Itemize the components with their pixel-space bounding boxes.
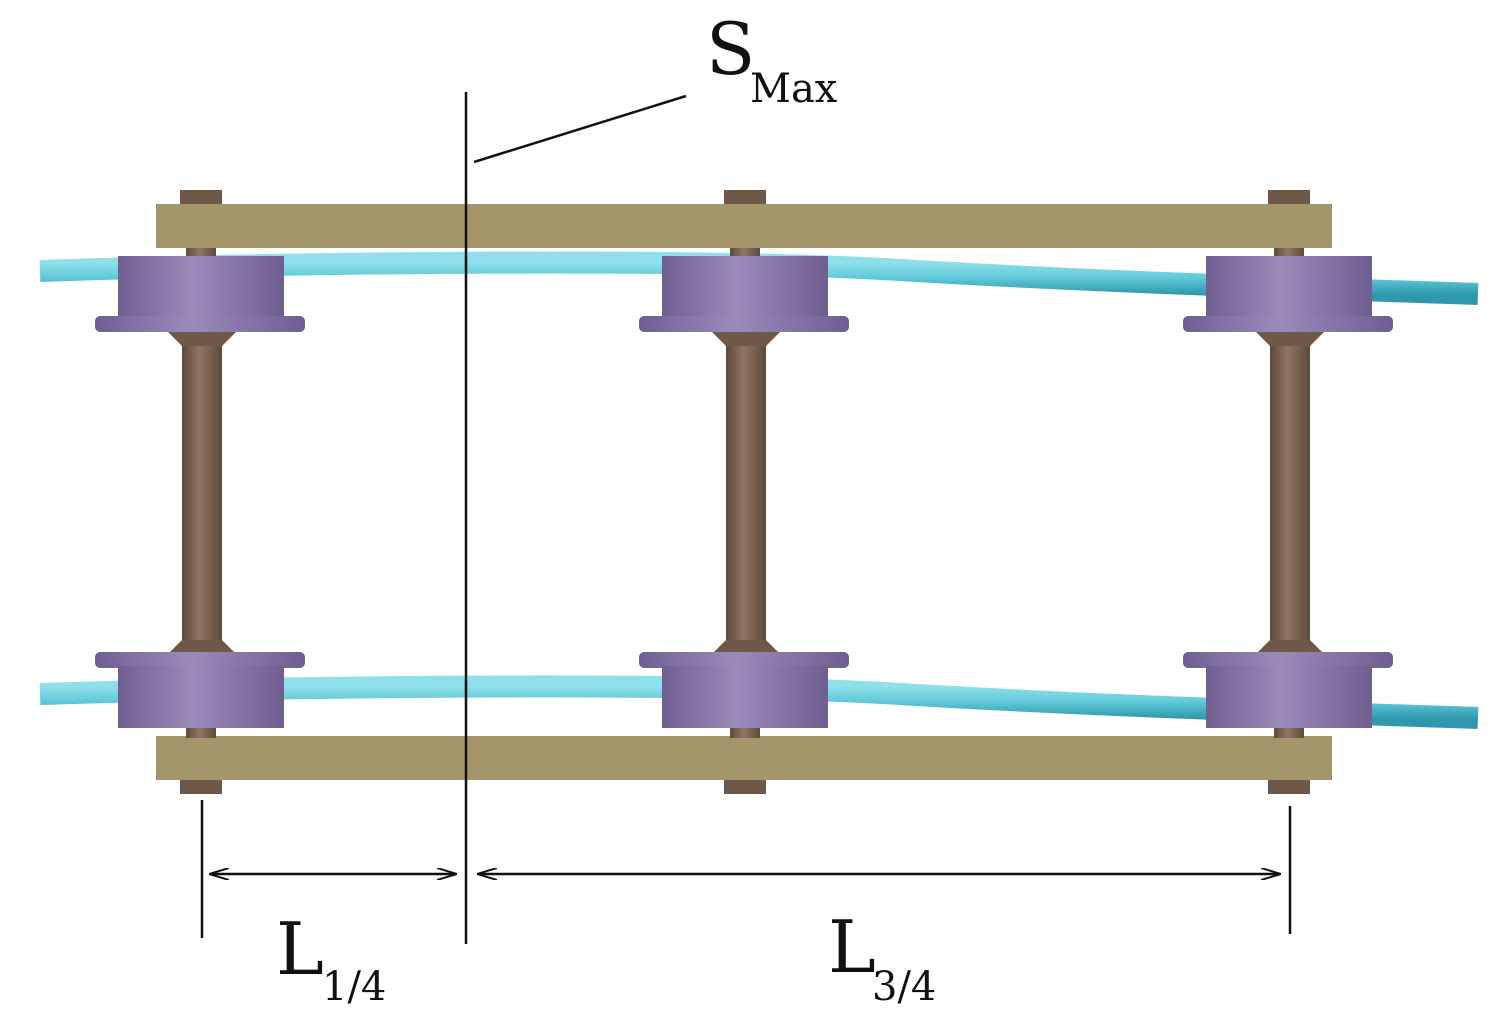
l-quarter-label-sub: 1/4 — [322, 964, 386, 1010]
upper-side-frame — [156, 204, 1332, 248]
axle-hub-top — [712, 332, 780, 346]
l-three-quarter-label-main: L — [828, 905, 876, 989]
lower-wheel-flange — [1183, 652, 1393, 668]
wheelset-2 — [639, 248, 849, 738]
upper-wheel-tread — [118, 256, 284, 318]
wheelset-1 — [95, 248, 305, 738]
s-max-label: S Max — [706, 7, 838, 112]
upper-wheel-flange — [1183, 316, 1393, 332]
axle-hub-bottom — [712, 640, 780, 654]
l-quarter-label: L 1/4 — [276, 907, 386, 1010]
axle-shaft — [726, 335, 766, 651]
lower-wheel-tread — [118, 666, 284, 728]
upper-wheel-flange — [95, 316, 305, 332]
lower-wheel-flange — [639, 652, 849, 668]
upper-wheel-flange — [639, 316, 849, 332]
s-max-label-main: S — [706, 7, 755, 91]
axle-hub-bottom — [1256, 640, 1324, 654]
lower-side-frame — [156, 736, 1332, 780]
lower-wheel-tread — [1206, 666, 1372, 728]
s-max-leader-line — [473, 94, 687, 164]
axle-shaft — [182, 335, 222, 651]
l-three-quarter-label-sub: 3/4 — [872, 964, 936, 1010]
axle-hub-top — [1256, 332, 1324, 346]
axle-hub-top — [168, 332, 236, 346]
upper-wheel-tread — [1206, 256, 1372, 318]
axle-hub-bottom — [168, 640, 236, 654]
lower-wheel-tread — [662, 666, 828, 728]
side-frames — [156, 204, 1332, 780]
wheelset-3 — [1183, 248, 1393, 738]
upper-wheel-tread — [662, 256, 828, 318]
s-max-label-sub: Max — [750, 66, 838, 112]
l-three-quarter-label: L 3/4 — [828, 905, 936, 1010]
l-quarter-label-main: L — [276, 907, 324, 991]
axle-shaft — [1270, 335, 1310, 651]
lower-wheel-flange — [95, 652, 305, 668]
